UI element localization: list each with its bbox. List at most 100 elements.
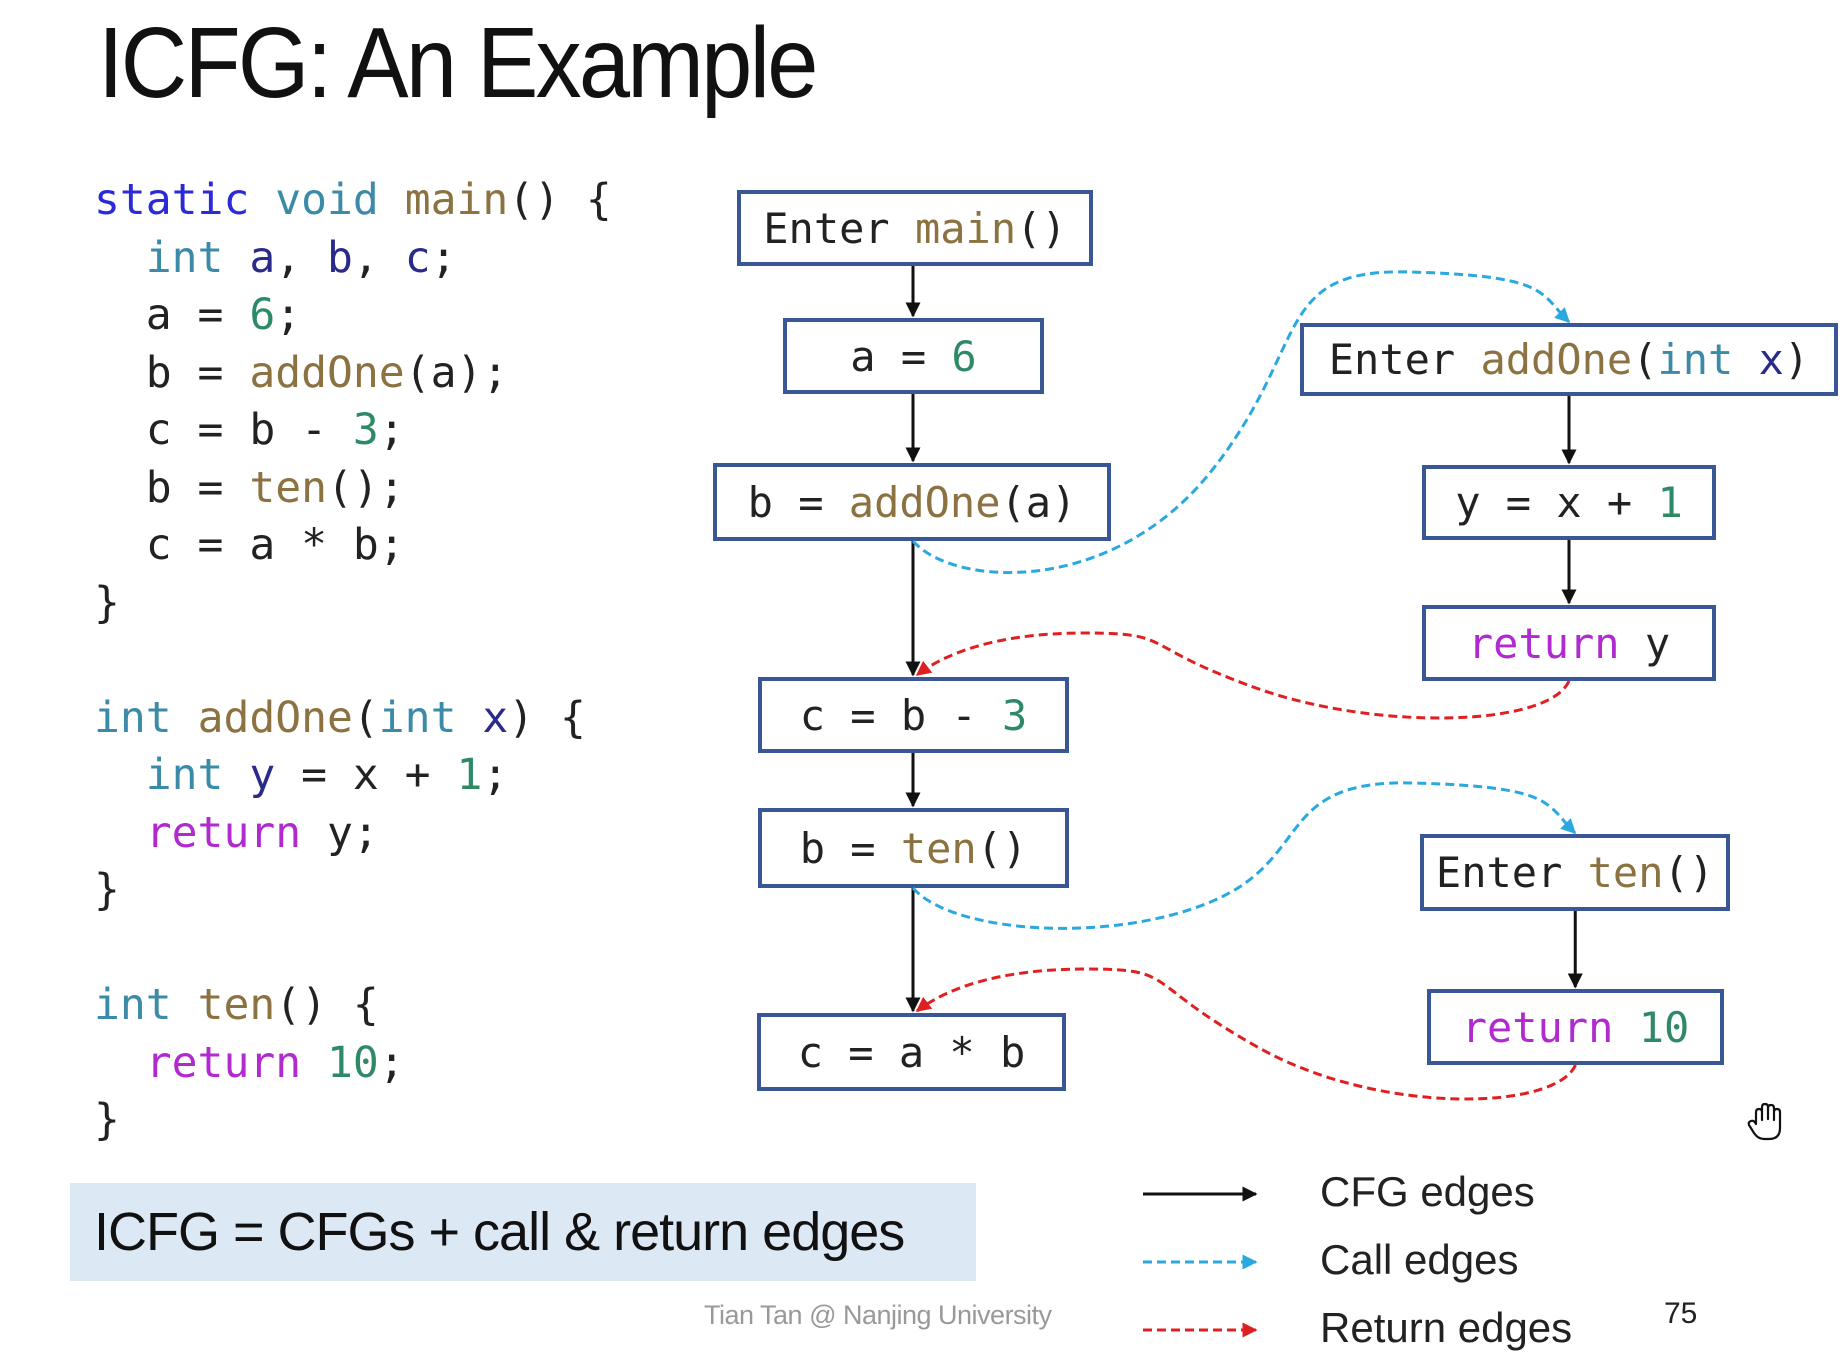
node-token: 1 — [1657, 478, 1683, 527]
code-token: ; — [275, 290, 302, 340]
code-token: c = a * b; — [94, 520, 405, 570]
code-line: c = a * b; — [94, 517, 612, 575]
node-label: b = ten() — [800, 824, 1028, 873]
node-label: a = 6 — [850, 332, 976, 381]
node-token: ten — [1587, 848, 1664, 897]
node-token: c = a * b — [797, 1027, 1026, 1077]
code-line: static void main() { — [94, 172, 612, 230]
node-token: 10 — [1638, 1002, 1690, 1052]
code-line: b = ten(); — [94, 460, 612, 518]
node-enter-ten: Enter ten() — [1420, 834, 1730, 911]
node-token: b = — [747, 477, 849, 527]
node-c-eq-b-minus-3: c = b - 3 — [758, 677, 1069, 753]
node-token: () — [976, 823, 1028, 873]
code-line — [94, 632, 612, 690]
node-label: return 10 — [1462, 1003, 1690, 1052]
node-token: int — [1657, 335, 1734, 384]
node-token: ) — [1783, 335, 1810, 384]
code-line: a = 6; — [94, 287, 612, 345]
footer-credit: Tian Tan @ Nanjing University — [704, 1300, 1052, 1330]
code-token: ; — [378, 405, 405, 455]
node-token: c = b - — [799, 690, 1002, 740]
node-label: Enter addOne(int x) — [1329, 335, 1809, 384]
code-token: } — [94, 577, 120, 628]
code-token: c — [404, 232, 431, 283]
node-b-eq-ten: b = ten() — [758, 808, 1069, 888]
node-token: y — [1619, 618, 1671, 668]
code-token: () { — [275, 980, 379, 1030]
node-enter-main: Enter main() — [737, 190, 1093, 266]
code-token — [223, 233, 249, 283]
code-token: ten — [249, 462, 328, 513]
node-token: main — [914, 203, 1017, 253]
node-y-eq-x-plus-1: y = x + 1 — [1422, 465, 1716, 540]
code-token — [456, 693, 482, 743]
code-line: } — [94, 862, 612, 920]
page-number: 75 — [1664, 1297, 1698, 1330]
code-line: } — [94, 575, 612, 633]
node-label: return y — [1468, 619, 1670, 668]
node-token: Enter — [1328, 335, 1481, 384]
code-line — [94, 920, 612, 978]
node-return-y: return y — [1422, 605, 1716, 681]
node-token: 6 — [951, 331, 977, 381]
code-token: 3 — [352, 405, 379, 455]
code-token: ( — [352, 692, 379, 743]
node-token: addOne — [1480, 335, 1633, 384]
code-token: b — [327, 232, 353, 283]
node-label: y = x + 1 — [1455, 478, 1683, 527]
code-token: int — [94, 980, 172, 1030]
summary-callout: ICFG = CFGs + call & return edges — [70, 1183, 976, 1281]
code-token: = x + — [275, 750, 457, 800]
code-token: static — [94, 175, 250, 225]
code-token: } — [94, 1095, 120, 1145]
node-label: b = addOne(a) — [748, 478, 1077, 527]
code-token: ; — [378, 1037, 405, 1088]
code-token: ; — [482, 750, 509, 800]
legend-label-cfg: CFG edges — [1320, 1168, 1535, 1215]
code-token: ) { — [508, 692, 586, 743]
node-label: Enter ten() — [1436, 848, 1714, 897]
code-token — [94, 808, 146, 858]
code-token: void — [275, 175, 379, 225]
node-token: addOne — [848, 477, 1001, 527]
node-label: Enter main() — [763, 204, 1066, 253]
node-token: () — [1016, 203, 1067, 253]
code-token: , — [352, 232, 405, 283]
node-token: ( — [1632, 335, 1658, 384]
code-token: addOne — [197, 692, 353, 743]
code-token: b = — [94, 462, 250, 513]
code-token: ; — [430, 232, 457, 283]
node-token: ten — [900, 823, 977, 873]
node-token: return — [1461, 1002, 1614, 1052]
source-code-block: static void main() { int a, b, c; a = 6;… — [94, 172, 612, 1150]
code-token: int — [94, 692, 172, 743]
node-token — [1613, 1003, 1638, 1052]
code-token: 1 — [456, 750, 483, 800]
code-token — [94, 1038, 146, 1088]
node-token: () — [1663, 848, 1715, 897]
code-line: int y = x + 1; — [94, 747, 612, 805]
code-token — [249, 175, 275, 225]
node-label: c = a * b — [798, 1028, 1026, 1077]
node-b-eq-addone: b = addOne(a) — [713, 463, 1111, 541]
code-token: x — [482, 692, 509, 743]
code-token — [94, 233, 146, 283]
code-line: c = b - 3; — [94, 402, 612, 460]
node-token: Enter — [763, 203, 915, 253]
code-token: return — [145, 1037, 302, 1088]
code-token: 10 — [327, 1037, 379, 1088]
code-token: y; — [301, 807, 379, 858]
node-token: x — [1758, 335, 1784, 384]
code-token: b = — [94, 347, 250, 398]
code-token: a — [249, 232, 276, 283]
code-token: 6 — [249, 290, 276, 340]
code-token: addOne — [249, 347, 405, 398]
node-token: y = x + — [1455, 478, 1658, 527]
node-c-eq-a-times-b: c = a * b — [757, 1013, 1066, 1091]
code-token — [94, 750, 146, 800]
code-token: (a); — [404, 347, 509, 398]
code-token — [223, 750, 249, 800]
code-token: ten — [197, 980, 276, 1030]
code-token: () { — [508, 175, 612, 225]
